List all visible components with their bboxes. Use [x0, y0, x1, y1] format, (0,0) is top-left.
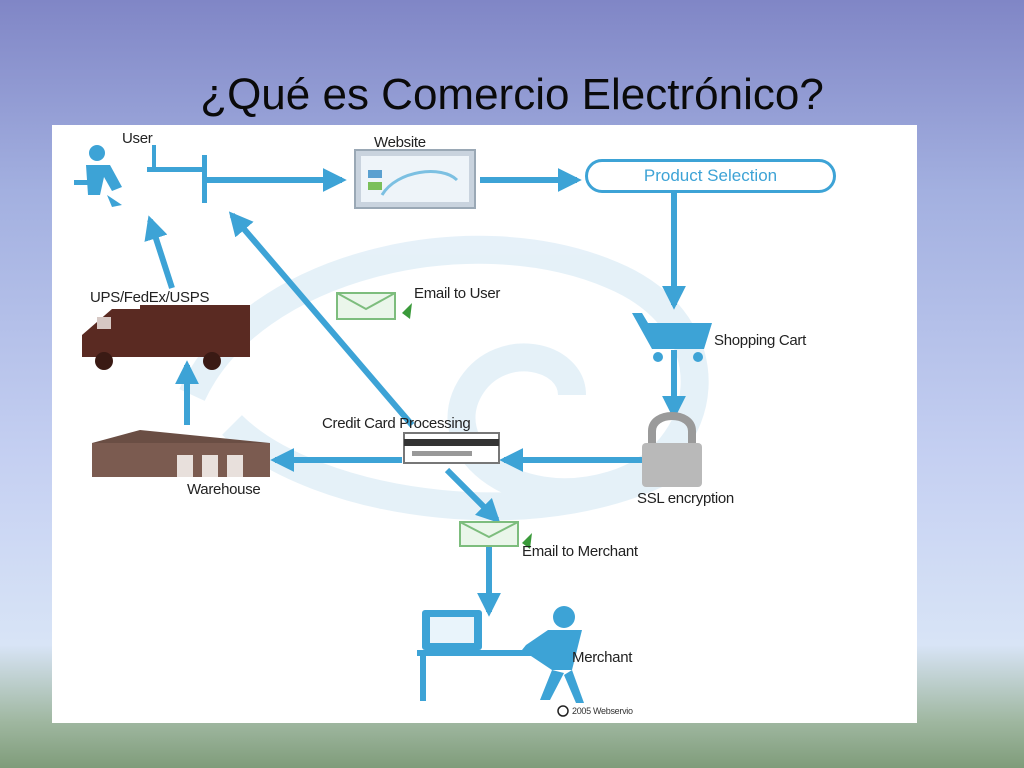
- flow-arrows: [144, 168, 686, 617]
- arrow-creditcard-to-user: [228, 211, 415, 427]
- warehouse-icon: [92, 430, 270, 477]
- label-shopping-cart: Shopping Cart: [714, 332, 806, 349]
- email-merchant-envelope-icon: [459, 521, 532, 549]
- arrow-creditcard-to-email-merchant: [444, 467, 501, 524]
- copyright-text: 2005 Webservio: [572, 706, 633, 716]
- label-email-merchant: Email to Merchant: [522, 543, 638, 560]
- label-ssl: SSL encryption: [637, 490, 734, 507]
- user-icon: [74, 145, 207, 207]
- merchant-icon: [417, 606, 584, 703]
- diagram-canvas: [74, 145, 712, 717]
- arrow-truck-to-user: [144, 215, 175, 289]
- lock-icon: [642, 412, 702, 487]
- copyright-icon: [557, 705, 569, 717]
- slide-title: ¿Qué es Comercio Electrónico?: [200, 70, 824, 119]
- label-user: User: [122, 130, 153, 147]
- shopping-cart-icon: [632, 313, 712, 362]
- label-carriers: UPS/FedEx/USPS: [90, 289, 210, 306]
- label-warehouse: Warehouse: [187, 481, 261, 498]
- product-selection-node: Product Selection: [585, 159, 836, 193]
- ecommerce-diagram: User Website Product Selection Shopping …: [52, 125, 917, 723]
- label-website: Website: [374, 134, 426, 151]
- email-user-envelope-icon: [336, 292, 412, 320]
- label-email-user: Email to User: [414, 285, 501, 302]
- label-credit-card: Credit Card Processing: [322, 415, 471, 432]
- credit-card-icon: [403, 432, 500, 464]
- label-merchant: Merchant: [572, 649, 633, 666]
- truck-icon: [82, 305, 250, 370]
- website-icon: [354, 149, 476, 209]
